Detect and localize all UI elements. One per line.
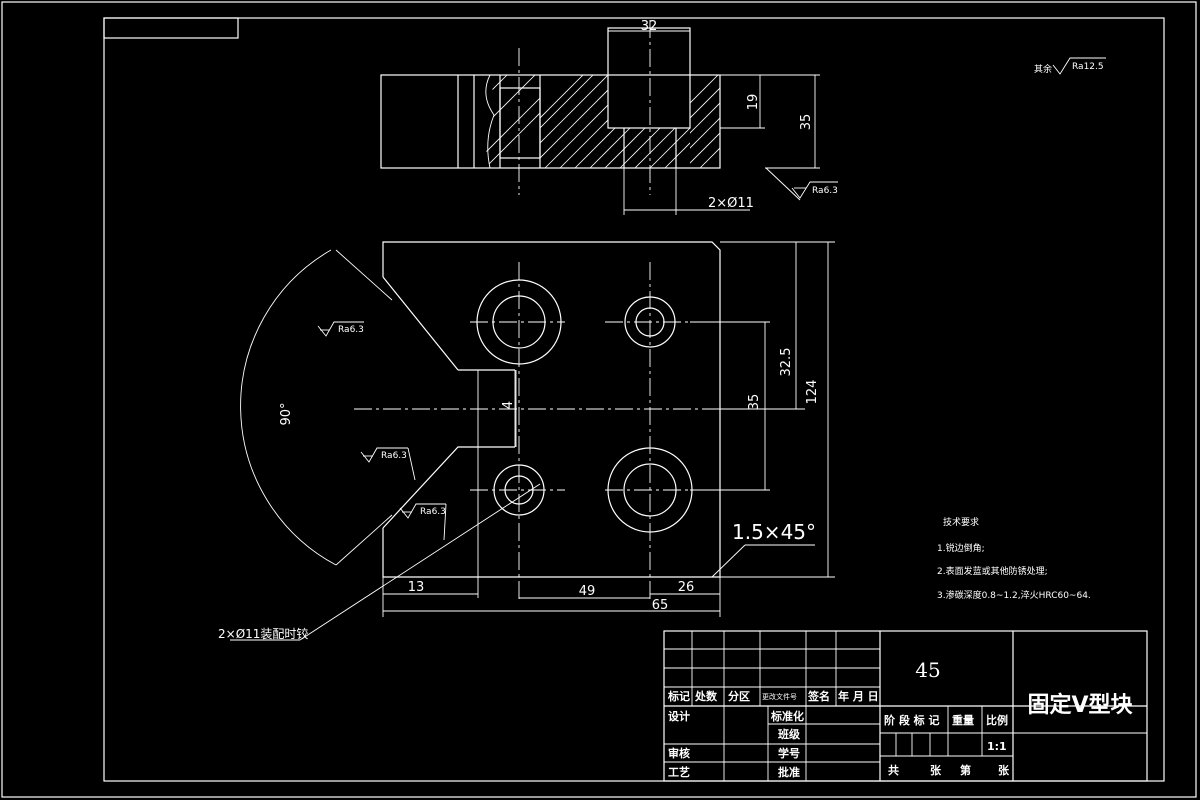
dim-h-124: 124 (805, 380, 820, 405)
drawing-title: 固定V型块 (1027, 692, 1133, 718)
dim-h-32-5: 32.5 (779, 348, 794, 377)
pin-note: 2×Ø11装配时铰 (218, 626, 308, 641)
inner-frame (103, 17, 1165, 782)
tb-sheji: 设计 (668, 709, 690, 723)
dim-depth-4: 4 (501, 401, 516, 409)
tb-bili: 比例 (986, 713, 1008, 727)
tb-zhongliang: 重量 (952, 713, 974, 727)
tb-gong: 共 (888, 763, 899, 777)
tb-banji: 班级 (778, 727, 801, 741)
dim-w-13: 13 (408, 580, 425, 595)
tb-fenqu: 分区 (728, 689, 750, 703)
dim-chamfer: 1.5×45° (732, 520, 816, 544)
dim-height-35-top: 35 (799, 114, 814, 131)
plan-view (240, 241, 735, 600)
tech-req-line1: 1.锐边倒角; (937, 542, 985, 554)
tb-scale: 1:1 (987, 740, 1007, 753)
top-dimensions (608, 30, 820, 215)
tech-req-line2: 2.表面发蓝或其他防锈处理; (937, 565, 1048, 577)
section-view (380, 20, 721, 195)
roughness-symbol (791, 181, 838, 199)
tech-req-line3: 3.渗碳深度0.8~1.2,淬火HRC60~64. (937, 589, 1091, 601)
dim-top-width: 32 (641, 19, 658, 34)
tb-jieduan: 阶 段 标 记 (884, 713, 940, 727)
tb-zhang2: 张 (998, 763, 1010, 777)
dim-w-49: 49 (579, 584, 596, 599)
tb-gongyi: 工艺 (668, 765, 690, 779)
dim-angle-90: 90° (279, 402, 294, 425)
dim-holes: 2×Ø11 (708, 196, 754, 211)
tb-gengai: 更改文件号 (762, 692, 797, 701)
roughness-r1: Ra6.3 (812, 186, 838, 196)
tb-xuehao: 学号 (778, 746, 800, 760)
tb-pizhun: 批准 (778, 765, 800, 779)
tb-biaoji: 标记 (667, 689, 690, 703)
plan-dimensions (230, 241, 835, 641)
tb-biaozhunhua: 标准化 (770, 709, 804, 723)
corner-box (103, 17, 239, 39)
tb-chushu: 处数 (694, 689, 718, 703)
tech-req-heading: 技术要求 (943, 516, 979, 528)
dim-h-35: 35 (747, 394, 762, 411)
tb-qianming: 签名 (807, 689, 830, 703)
roughness-r3: Ra6.3 (381, 451, 407, 461)
tb-nianyueri: 年 月 日 (838, 689, 879, 703)
roughness-r4: Ra6.3 (420, 507, 446, 517)
general-roughness-value: Ra12.5 (1072, 62, 1104, 72)
title-block (663, 630, 1148, 782)
dim-depth-19: 19 (746, 94, 761, 111)
tb-shenhe: 审核 (668, 746, 690, 760)
material: 45 (915, 658, 940, 682)
roughness-symbol (1052, 57, 1106, 75)
roughness-r2: Ra6.3 (338, 325, 364, 335)
dim-w-26: 26 (678, 580, 695, 595)
tb-zhang1: 张 (930, 763, 942, 777)
tb-di: 第 (960, 763, 971, 777)
dim-w-65: 65 (652, 598, 669, 613)
general-roughness-label: 其余 (1034, 63, 1052, 75)
roughness-symbols (317, 321, 447, 541)
